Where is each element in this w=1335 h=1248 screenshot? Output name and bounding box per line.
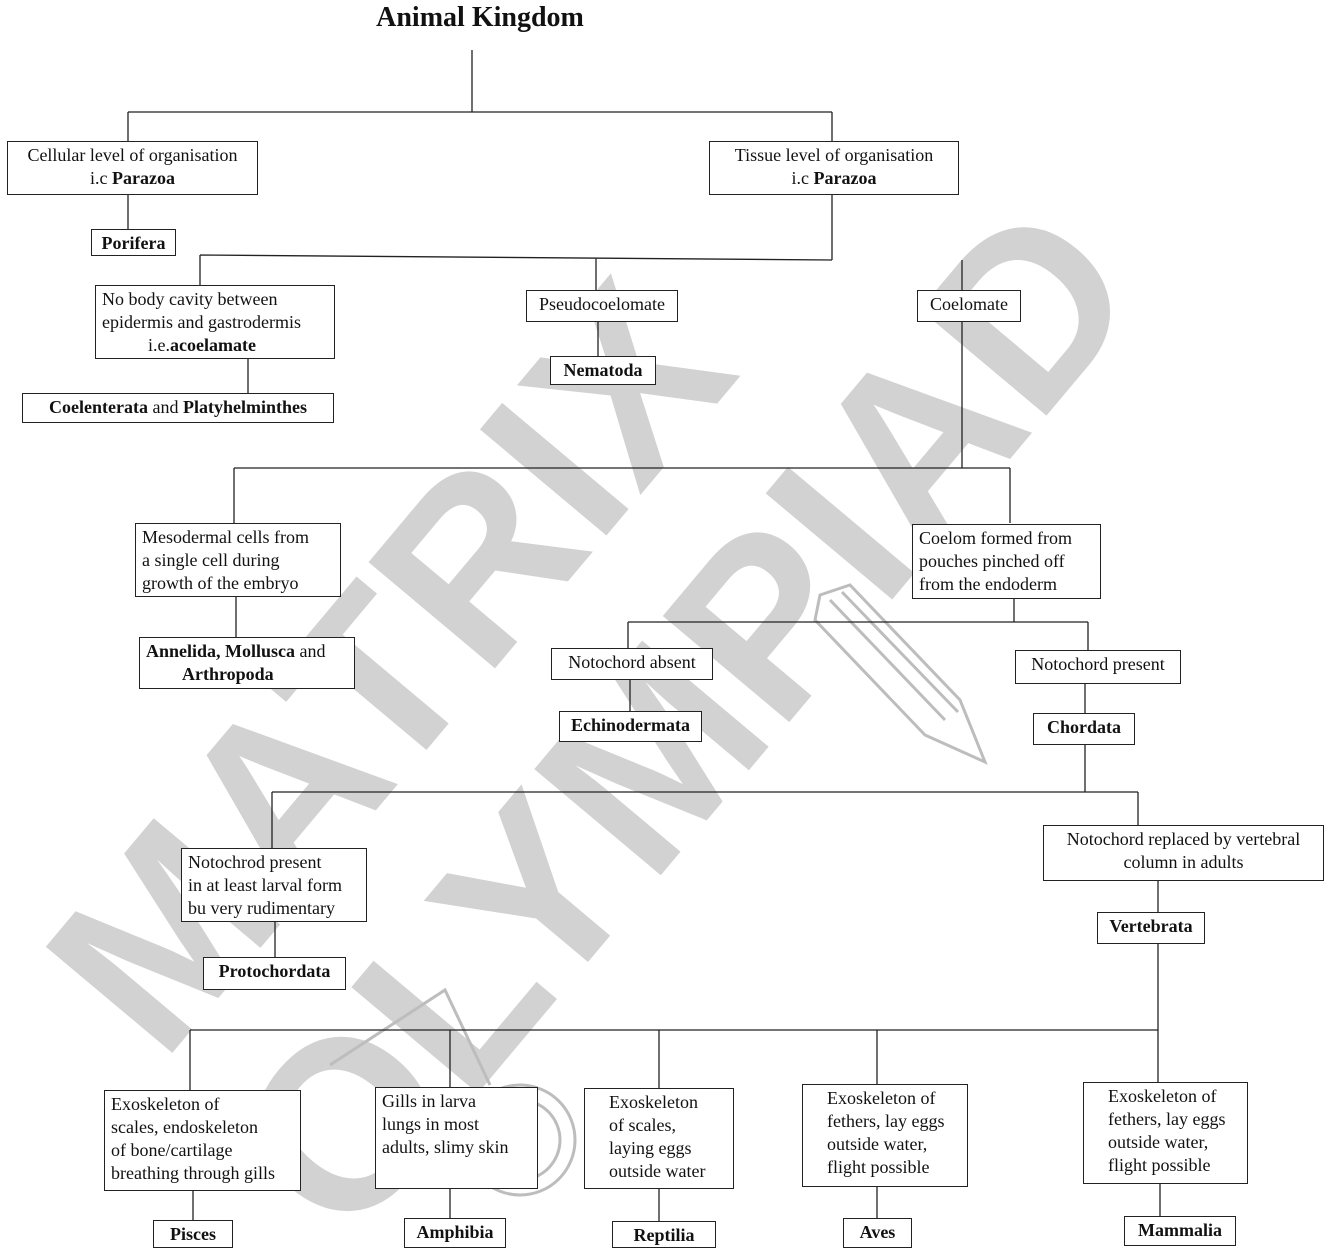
node-mesodermal-cells: Mesodermal cells from a single cell duri… bbox=[135, 523, 341, 597]
node-notochrod-present-larval: Notochrod present in at least larval for… bbox=[181, 848, 367, 922]
node-echinodermata: Echinodermata bbox=[559, 711, 702, 742]
node-amphibia: Amphibia bbox=[404, 1218, 506, 1248]
node-coelomate: Coelomate bbox=[917, 290, 1021, 322]
node-reptilia-description: Exoskeleton of scales, laying eggs outsi… bbox=[584, 1088, 734, 1189]
node-pisces: Pisces bbox=[153, 1220, 233, 1248]
node-reptilia: Reptilia bbox=[612, 1221, 716, 1248]
node-mammalia-description: Exoskeleton of fethers, lay eggs outside… bbox=[1083, 1082, 1248, 1184]
node-acoelamate: No body cavity between epidermis and gas… bbox=[95, 285, 335, 359]
node-pseudocoelomate: Pseudocoelomate bbox=[526, 290, 678, 322]
node-chordata: Chordata bbox=[1033, 713, 1135, 745]
node-notochord-absent: Notochord absent bbox=[551, 648, 713, 680]
page-title: Animal Kingdom bbox=[376, 2, 584, 33]
node-vertebrata: Vertebrata bbox=[1097, 912, 1205, 944]
node-protochordata: Protochordata bbox=[203, 957, 346, 990]
node-amphibia-description: Gills in larva lungs in most adults, sli… bbox=[375, 1087, 538, 1189]
node-porifera: Porifera bbox=[91, 229, 176, 256]
node-aves: Aves bbox=[843, 1218, 912, 1248]
node-pisces-description: Exoskeleton of scales, endoskeleton of b… bbox=[104, 1090, 301, 1191]
node-aves-description: Exoskeleton of fethers, lay eggs outside… bbox=[802, 1084, 968, 1187]
node-coelenterata-platyhelminthes: Coelenterata and Platyhelminthes bbox=[22, 393, 334, 423]
pencil-logo-icon bbox=[813, 583, 988, 765]
node-mammalia: Mammalia bbox=[1124, 1216, 1236, 1246]
node-notochord-replaced: Notochord replaced by vertebral column i… bbox=[1043, 825, 1324, 881]
node-notochord-present: Notochord present bbox=[1015, 650, 1181, 684]
node-coelom-formed: Coelom formed from pouches pinched off f… bbox=[912, 524, 1101, 599]
node-nematoda: Nematoda bbox=[550, 356, 656, 385]
